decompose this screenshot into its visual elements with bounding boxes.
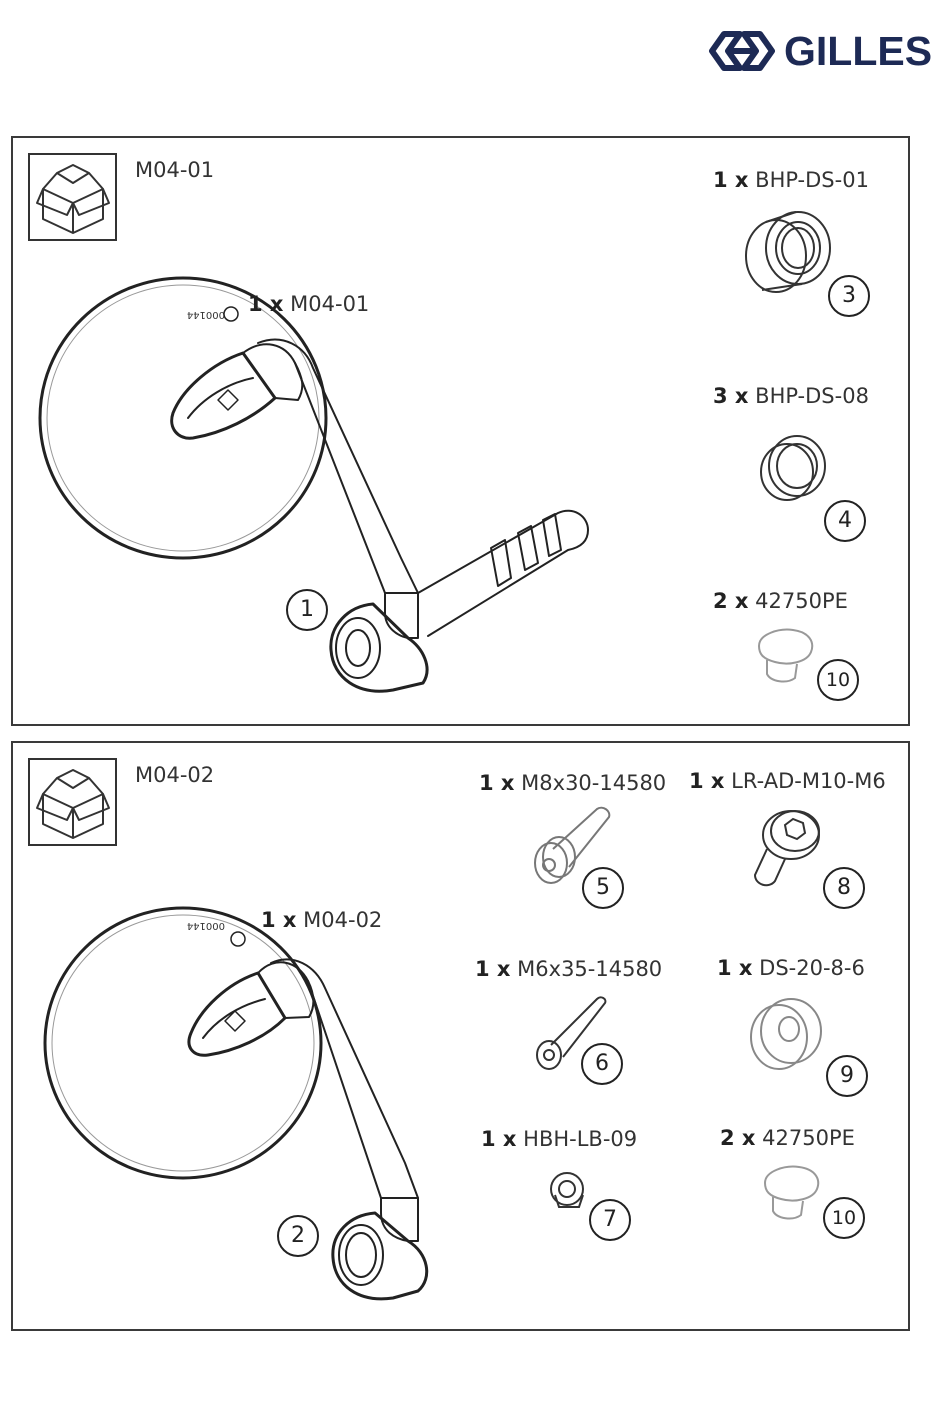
callout-9: 9 bbox=[826, 1055, 868, 1097]
main-part-label: 1 x M04-02 bbox=[261, 908, 382, 932]
svg-text:000144: 000144 bbox=[187, 920, 225, 931]
callout-2: 2 bbox=[277, 1215, 319, 1257]
item-label-bhp-ds-01: 1 x BHP-DS-01 bbox=[713, 168, 869, 192]
item-label-42750pe-a: 2 x 42750PE bbox=[713, 589, 848, 613]
callout-10-a: 10 bbox=[817, 659, 859, 701]
kit-panel-m04-02: M04-02 000144 1 x M04-02 2 1 x M8x30-145… bbox=[11, 741, 910, 1331]
item-label-m6x35: 1 x M6x35-14580 bbox=[475, 957, 662, 981]
brand-logo: GILLES bbox=[706, 26, 911, 76]
callout-10-b: 10 bbox=[823, 1197, 865, 1239]
callout-6: 6 bbox=[581, 1043, 623, 1085]
svg-text:000144: 000144 bbox=[187, 309, 225, 320]
brand-name: GILLES bbox=[784, 28, 932, 74]
callout-1: 1 bbox=[286, 589, 328, 631]
callout-4: 4 bbox=[824, 500, 866, 542]
item-label-bhp-ds-08: 3 x BHP-DS-08 bbox=[713, 384, 869, 408]
kit-panel-m04-01: M04-01 000144 1 x M04-01 1 1 x BHP-DS- bbox=[11, 136, 910, 726]
washer-icon bbox=[741, 991, 831, 1077]
main-part-label: 1 x M04-01 bbox=[248, 292, 369, 316]
adapter-bolt-icon bbox=[745, 805, 835, 897]
spacer-ring-icon bbox=[753, 428, 833, 508]
item-label-ds-20: 1 x DS-20-8-6 bbox=[717, 956, 865, 980]
callout-3: 3 bbox=[828, 275, 870, 317]
callout-7: 7 bbox=[589, 1199, 631, 1241]
item-label-lr-ad: 1 x LR-AD-M10-M6 bbox=[689, 769, 886, 793]
nut-icon bbox=[545, 1163, 601, 1213]
callout-8: 8 bbox=[823, 867, 865, 909]
bearing-icon bbox=[738, 204, 838, 300]
callout-5: 5 bbox=[582, 867, 624, 909]
gilles-logo-icon bbox=[706, 26, 778, 76]
item-label-m8x30: 1 x M8x30-14580 bbox=[479, 771, 666, 795]
item-label-hbh-lb: 1 x HBH-LB-09 bbox=[481, 1127, 637, 1151]
item-label-42750pe-b: 2 x 42750PE bbox=[720, 1126, 855, 1150]
